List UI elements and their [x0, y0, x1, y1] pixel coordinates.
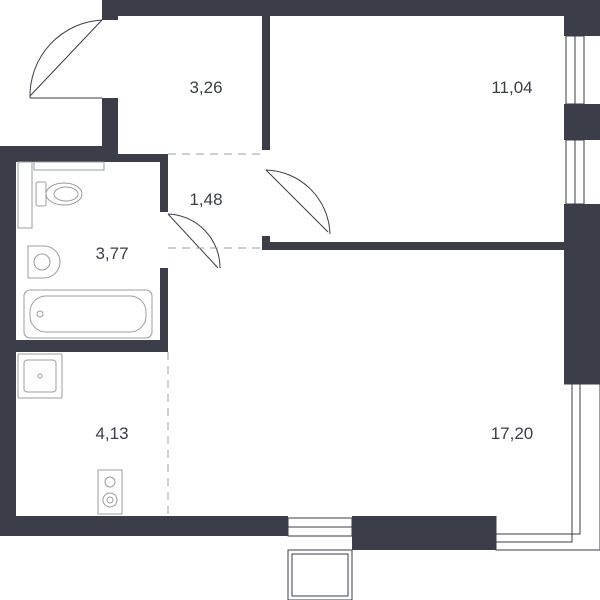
bedroom-door: [265, 169, 329, 233]
wall-bathroom-top: [102, 154, 168, 162]
balcony: [287, 549, 353, 600]
room-area-corridor: 1,48: [189, 190, 222, 209]
wall-bottom-middle: [352, 516, 496, 550]
bathroom-fixtures: [17, 161, 153, 339]
vent-shaft: [17, 161, 33, 229]
wall-step: [0, 146, 118, 162]
wall-bottom-left: [0, 516, 288, 536]
zone-lines: [167, 153, 262, 516]
sink-icon: [27, 245, 61, 279]
bathtub-icon: [23, 289, 153, 339]
wall-bathroom-right-lower: [160, 268, 168, 352]
doors: [29, 19, 331, 269]
windows: [287, 35, 600, 600]
kitchen-sink-icon: [17, 353, 63, 399]
kitchen-fixtures: [17, 353, 123, 515]
wall-top: [102, 0, 572, 16]
entrance-door: [29, 19, 103, 97]
wall-left: [0, 146, 16, 536]
wall-bedroom-left: [262, 16, 270, 150]
room-area-living-room: 17,20: [491, 424, 534, 443]
window-living-room: [495, 383, 600, 551]
wall-hall-left: [102, 0, 118, 20]
wall-right-mid: [564, 104, 600, 140]
walls: [0, 0, 600, 550]
stove-icon: [97, 469, 123, 515]
room-area-bathroom: 3,77: [95, 244, 128, 263]
wall-right-lower: [564, 204, 600, 384]
room-area-kitchen: 4,13: [95, 424, 128, 443]
toilet-icon: [35, 181, 83, 207]
wall-bedroom-bottom: [262, 242, 564, 250]
wall-right-top: [564, 0, 600, 36]
room-area-hall: 3,26: [189, 78, 222, 97]
wall-bathroom-right: [160, 154, 168, 212]
bathroom-door: [167, 213, 219, 269]
wall-bathroom-bottom: [16, 340, 168, 352]
room-labels: 3,26 11,04 1,48 3,77 4,13 17,20: [95, 78, 533, 443]
room-area-bedroom: 11,04: [491, 78, 532, 97]
